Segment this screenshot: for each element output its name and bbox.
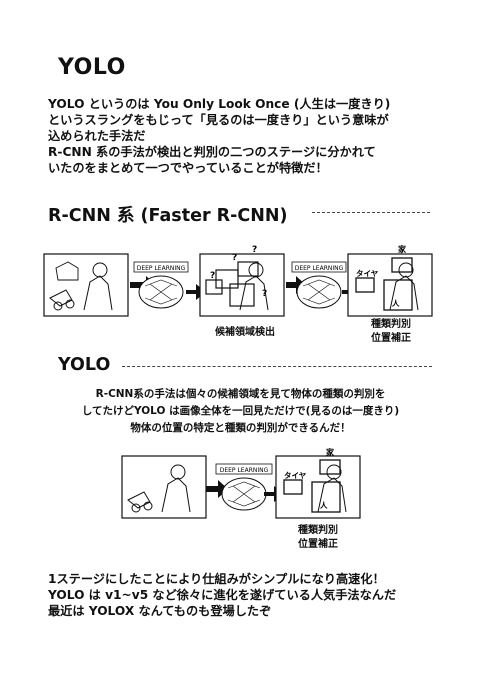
caption-line: 位置補正 (371, 333, 411, 344)
region-proposal-panel: ? ? ? ? (199, 245, 285, 317)
intro-line: R-CNN 系の手法が検出と判別の二つのステージに分かれて (48, 145, 376, 159)
yolo-pipeline-diagram: DEEP LEARNING 家 タイヤ 人 (121, 447, 361, 519)
label-tire: タイヤ (356, 268, 379, 278)
label-person: 人 (392, 299, 400, 308)
caption-line: 種類判別 (371, 319, 411, 330)
network-label: DEEP LEARNING (220, 467, 269, 474)
classification-panel: 家 タイヤ 人 (275, 447, 361, 519)
yolo-heading-divider (122, 366, 432, 367)
question-mark: ? (232, 253, 237, 263)
label-person: 人 (320, 501, 328, 510)
yolo-explanation: R-CNN系の手法は個々の候補領域を見て物体の種類の判別を してたけどYOLO … (0, 386, 481, 437)
rcnn-heading: R-CNN 系 (Faster R-CNN) (48, 206, 288, 226)
question-mark: ? (262, 289, 267, 299)
input-image-panel (121, 455, 207, 519)
label-tire: タイヤ (284, 470, 307, 480)
intro-line: YOLO というのは You Only Look Once (人生は一度きり) (48, 97, 391, 111)
input-image-panel (43, 253, 129, 317)
caption-classify-yolo: 種類判別 位置補正 (274, 524, 362, 552)
label-house: 家 (398, 244, 407, 254)
outro-line: YOLO は v1~v5 など徐々に進化を遂げている人気手法なんだ (48, 588, 397, 602)
rcnn-heading-divider (312, 212, 430, 213)
intro-line: いたのをまとめて一つでやっていることが特徴だ！ (48, 161, 328, 175)
question-mark: ? (252, 245, 257, 255)
intro-line: というスラングをもじって「見るのは一度きり」という意味が (48, 113, 389, 127)
deep-learning-network: DEEP LEARNING (215, 463, 273, 511)
caption-line: 位置補正 (298, 539, 338, 550)
intro-paragraph: YOLO というのは You Only Look Once (人生は一度きり) … (48, 96, 390, 176)
caption-region-detection: 候補領域検出 (215, 327, 275, 338)
explanation-line: 物体の位置の特定と種類の判別ができるんだ！ (130, 422, 351, 434)
label-house: 家 (326, 447, 335, 457)
intro-line: 込められた手法だ (48, 129, 146, 143)
deep-learning-network: DEEP LEARNING (133, 261, 189, 309)
deep-learning-network: DEEP LEARNING (291, 261, 347, 309)
question-mark: ? (210, 271, 215, 281)
page-title: YOLO (58, 55, 126, 80)
rcnn-pipeline-diagram: DEEP LEARNING ? ? ? ? DEEP LEARNING 家 (43, 244, 433, 317)
classification-panel: 家 タイヤ 人 (347, 244, 433, 317)
network-label: DEEP LEARNING (137, 265, 186, 272)
yolo-heading: YOLO (58, 355, 111, 375)
explanation-line: してたけどYOLO は画像全体を一回見ただけで(見るのは一度きり) (81, 405, 400, 417)
network-label: DEEP LEARNING (295, 265, 344, 272)
outro-line: 最近は YOLOX なんてものも登場したぞ (48, 604, 272, 618)
outro-paragraph: 1ステージにしたことにより仕組みがシンプルになり高速化！ YOLO は v1~v… (48, 571, 396, 619)
outro-line: 1ステージにしたことにより仕組みがシンプルになり高速化！ (48, 572, 385, 586)
caption-line: 種類判別 (298, 525, 338, 536)
caption-classify-rcnn: 種類判別 位置補正 (346, 318, 436, 346)
explanation-line: R-CNN系の手法は個々の候補領域を見て物体の種類の判別を (95, 388, 386, 400)
